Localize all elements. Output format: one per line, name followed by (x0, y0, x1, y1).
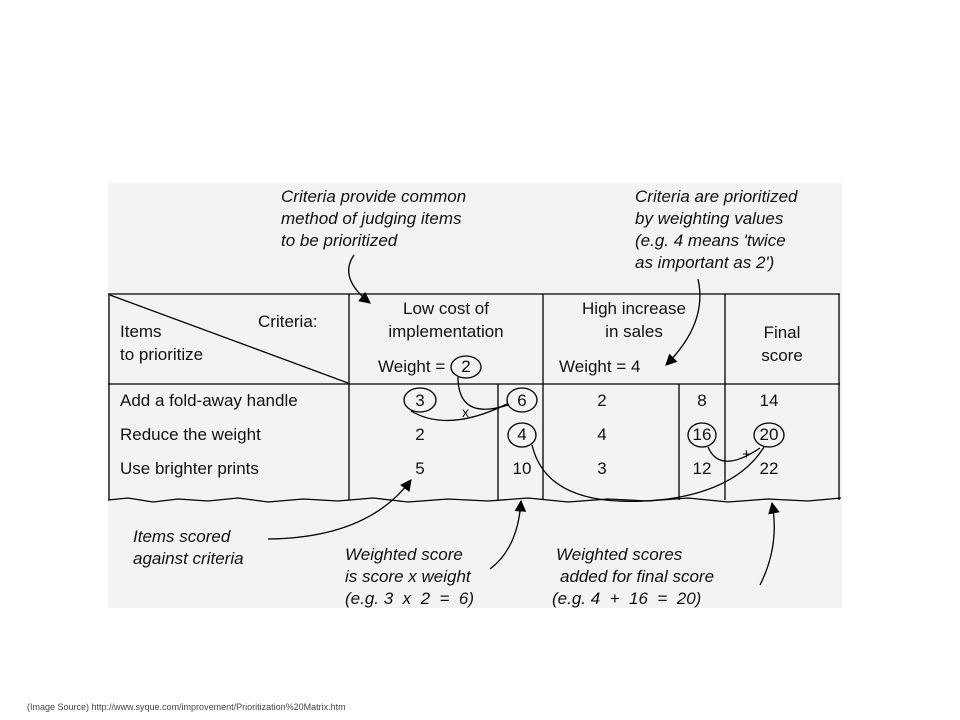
connector-weighted2-to-final (707, 446, 761, 462)
row2-score1: 2 (415, 425, 425, 444)
criterion1-name-2: implementation (388, 322, 504, 341)
criterion2-name-2: in sales (605, 322, 663, 341)
row3-final: 22 (759, 459, 779, 478)
annotation-criteria-weighting-1: Criteria are prioritized (635, 187, 798, 206)
row1-score2: 2 (597, 391, 607, 410)
row1-weighted2: 8 (697, 391, 707, 410)
row3-weighted2: 12 (692, 459, 712, 478)
row3-weighted1: 10 (512, 459, 532, 478)
connector-weight-to-weighted (457, 376, 509, 410)
row1-weighted1: 6 (517, 391, 527, 410)
annotation-weighted-sum-3: (e.g. 4 + 16 = 20) (552, 589, 702, 608)
row3-score1: 5 (415, 459, 425, 478)
weighted-circle-4 (507, 422, 537, 448)
annotation-criteria-weighting-3: (e.g. 4 means 'twice (635, 231, 786, 250)
image-source-caption: (Image Source) http://www.syque.com/impr… (27, 702, 346, 712)
arrow-criteria-weighting (665, 278, 701, 366)
row1-item: Add a fold-away handle (120, 391, 298, 410)
weighted-circle-16 (687, 422, 717, 448)
torn-bottom-edge (108, 497, 842, 503)
criterion1-weight-label: Weight = (378, 357, 446, 376)
arrow-weighted-sum (759, 501, 780, 586)
row2-final: 20 (759, 425, 779, 444)
corner-criteria-label: Criteria: (258, 312, 318, 331)
annotation-items-scored-2: against criteria (133, 549, 244, 568)
corner-diagonal (109, 294, 349, 384)
multiply-sign: x (462, 404, 469, 420)
annotation-weighted-score-2: is score x weight (345, 567, 471, 586)
annotation-criteria-common-3: to be prioritized (281, 231, 398, 250)
criterion2-weight-label: Weight = 4 (559, 357, 641, 376)
connector-weighted1-to-final (531, 444, 765, 502)
matrix-lines (108, 254, 842, 586)
row2-item: Reduce the weight (120, 425, 261, 444)
row1-score1: 3 (415, 391, 425, 410)
weight-circle (450, 355, 482, 379)
final-circle-20 (753, 422, 785, 448)
row2-weighted1: 4 (517, 425, 527, 444)
score-circle-3 (403, 387, 437, 413)
weighted-circle-6 (506, 387, 538, 413)
annotation-criteria-common-1: Criteria provide common (281, 187, 467, 206)
annotation-criteria-common-2: method of judging items (281, 209, 462, 228)
annotation-weighted-sum-2: added for final score (560, 567, 715, 586)
annotation-criteria-weighting-4: as important as 2') (635, 253, 775, 272)
annotation-criteria-weighting-2: by weighting values (635, 209, 784, 228)
row3-item: Use brighter prints (120, 459, 259, 478)
prioritization-matrix-diagram: Criteria provide common method of judgin… (108, 183, 842, 608)
final-header-1: Final (763, 323, 801, 342)
row1-final: 14 (759, 391, 779, 410)
connector-score-to-weighted (410, 403, 508, 422)
row2-weighted2: 16 (692, 425, 712, 444)
final-header-2: score (761, 346, 803, 365)
annotation-weighted-score-3: (e.g. 3 x 2 = 6) (345, 589, 474, 608)
criterion1-name-1: Low cost of (403, 299, 489, 318)
arrow-criteria-common (348, 254, 371, 304)
arrow-items-scored (267, 479, 412, 540)
annotation-weighted-sum-1: Weighted scores (556, 545, 683, 564)
corner-items-label-2: to prioritize (120, 345, 204, 364)
plus-sign: + (742, 446, 751, 463)
corner-items-label-1: Items (120, 322, 162, 341)
arrow-weighted-score (489, 499, 527, 570)
criterion1-weight-value: 2 (461, 357, 471, 376)
annotation-items-scored-1: Items scored (133, 527, 231, 546)
row3-score2: 3 (597, 459, 607, 478)
annotation-weighted-score-1: Weighted score (345, 545, 463, 564)
criterion2-name-1: High increase (582, 299, 686, 318)
row2-score2: 4 (597, 425, 607, 444)
